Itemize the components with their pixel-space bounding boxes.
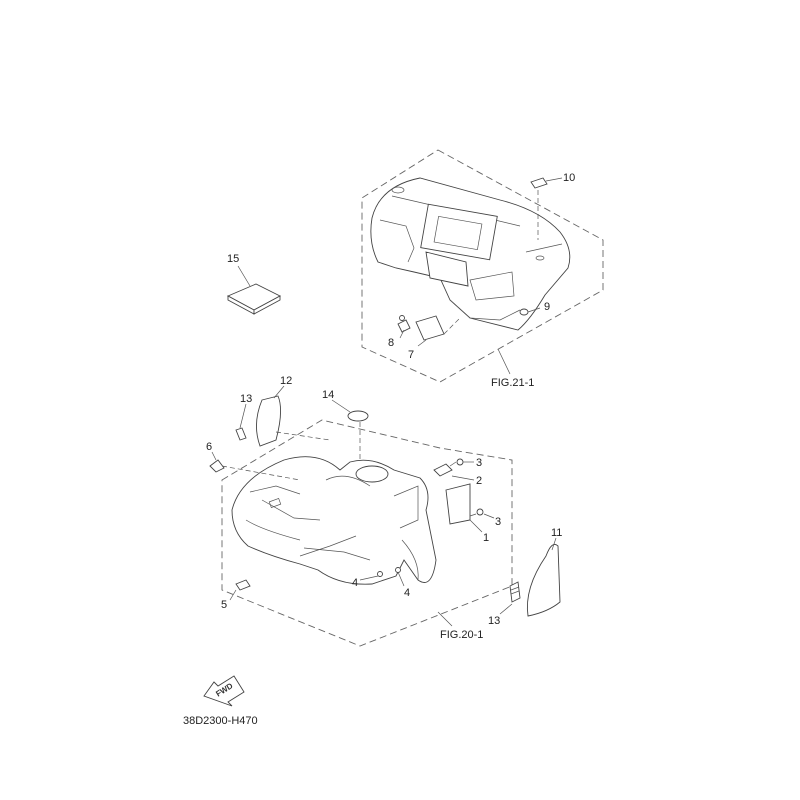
- callout-13-lower: 13: [488, 615, 500, 627]
- figure-ref-front: FIG.20-1: [440, 629, 483, 641]
- callout-2: 2: [476, 475, 482, 487]
- rear-fender-group-outline: [361, 149, 604, 383]
- part-3-clip-upper[interactable]: [449, 458, 464, 467]
- part-5-pad[interactable]: [235, 579, 251, 591]
- drawing-code: 38D2300-H470: [183, 715, 258, 727]
- callout-14: 14: [322, 389, 334, 401]
- part-2-bracket[interactable]: [433, 463, 453, 477]
- callout-3-lower: 3: [495, 516, 501, 528]
- part-14-cap[interactable]: [347, 410, 369, 422]
- fwd-arrow-icon: [203, 675, 245, 707]
- callout-11: 11: [551, 527, 562, 539]
- callout-4-right: 4: [404, 587, 410, 599]
- front-fender[interactable]: [231, 456, 437, 585]
- part-9-grommet[interactable]: [519, 308, 529, 316]
- part-7-plate[interactable]: [415, 315, 445, 341]
- callout-1: 1: [483, 532, 489, 544]
- front-fender-group: [221, 419, 513, 647]
- part-4-clip-left[interactable]: [377, 571, 383, 577]
- rear-fender[interactable]: [370, 177, 571, 331]
- callout-4-left: 4: [352, 577, 358, 589]
- callout-8: 8: [388, 337, 394, 349]
- part-8-clip[interactable]: [397, 315, 411, 333]
- part-15-pad[interactable]: [226, 283, 281, 315]
- rear-fender-group: [361, 149, 604, 383]
- part-6-button[interactable]: [209, 459, 225, 473]
- part-13-strip-lower[interactable]: [509, 581, 521, 603]
- part-11-panel[interactable]: [526, 543, 561, 617]
- callout-3-upper: 3: [476, 457, 482, 469]
- part-3-clip-lower[interactable]: [469, 508, 484, 517]
- callout-9: 9: [544, 301, 550, 313]
- part-4-clip-right[interactable]: [395, 567, 401, 573]
- callout-15: 15: [227, 253, 239, 265]
- part-12-panel[interactable]: [256, 395, 281, 447]
- figure-ref-rear: FIG.21-1: [491, 377, 534, 389]
- front-fender-group-outline: [221, 419, 513, 647]
- callout-12: 12: [280, 375, 292, 387]
- part-1-side-cover[interactable]: [445, 483, 471, 525]
- callout-6: 6: [206, 441, 212, 453]
- callout-5: 5: [221, 599, 227, 611]
- part-13-strip-upper[interactable]: [235, 427, 247, 441]
- callout-7: 7: [408, 349, 414, 361]
- callout-10: 10: [563, 172, 575, 184]
- callout-13-upper: 13: [240, 393, 252, 405]
- part-10-pad[interactable]: [530, 177, 548, 189]
